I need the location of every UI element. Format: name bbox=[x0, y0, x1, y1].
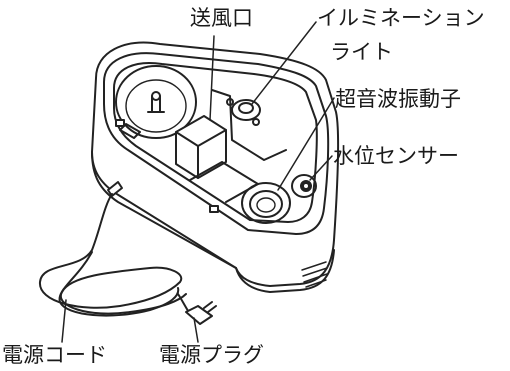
leader-transducer bbox=[277, 97, 335, 191]
reservoir-divider bbox=[211, 89, 287, 161]
reservoir-inner-wall bbox=[113, 62, 318, 223]
air-outlet-block-edge bbox=[175, 129, 227, 179]
housing-front-bottom bbox=[235, 249, 335, 293]
blower-basin bbox=[115, 65, 197, 139]
label-air-outlet: 送風口 bbox=[190, 6, 253, 30]
water-sensor-housing bbox=[291, 174, 317, 198]
leader-water-sensor bbox=[309, 155, 333, 181]
water-sensor-float-hole bbox=[304, 184, 308, 188]
illumination-light-lens bbox=[231, 99, 261, 121]
leader-air-outlet bbox=[209, 35, 215, 121]
transducer-outer-ring bbox=[241, 182, 291, 224]
housing-rim bbox=[103, 52, 330, 235]
illumination-light-core bbox=[238, 102, 254, 114]
label-water-level-sensor: 水位センサー bbox=[333, 144, 459, 168]
housing-front-face bbox=[91, 151, 237, 269]
leader-power-cord bbox=[61, 299, 67, 343]
label-illumination-light-line1: イルミネーション bbox=[317, 6, 485, 30]
transducer-mid-ring bbox=[249, 190, 283, 218]
power-plug-pins bbox=[203, 301, 217, 313]
cord-strain-relief bbox=[107, 181, 123, 197]
blower-spindle-cap bbox=[151, 91, 161, 101]
blower-basin-tab bbox=[119, 123, 141, 139]
air-outlet-block bbox=[175, 115, 227, 179]
screw-left bbox=[226, 98, 234, 106]
power-cord-loop-2 bbox=[58, 251, 180, 317]
label-illumination-light-line2: ライト bbox=[330, 40, 393, 64]
leader-power-plug bbox=[193, 317, 199, 343]
reservoir-divider-2 bbox=[189, 161, 259, 203]
power-cord bbox=[38, 193, 187, 315]
label-power-plug: 電源プラグ bbox=[159, 343, 264, 367]
blower-basin-inner bbox=[125, 79, 187, 133]
housing-tab-bottom bbox=[209, 205, 219, 213]
power-plug-body bbox=[185, 305, 213, 325]
label-power-cord: 電源コード bbox=[2, 343, 107, 367]
housing-tab-left bbox=[115, 119, 125, 127]
label-ultrasonic-transducer: 超音波振動子 bbox=[335, 87, 461, 111]
side-vent bbox=[301, 261, 328, 288]
transducer-disc bbox=[256, 197, 276, 213]
screw-right bbox=[252, 118, 260, 126]
leader-illumination bbox=[251, 21, 317, 105]
